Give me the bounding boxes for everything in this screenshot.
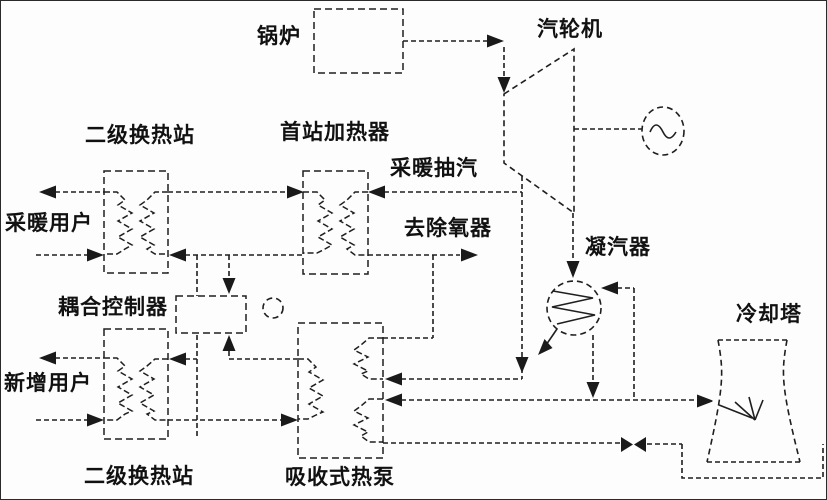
heat-exchanger-top-symbol <box>103 170 169 274</box>
heat-exchanger-bottom-symbol <box>103 328 169 440</box>
first-station-heater-symbol <box>302 170 369 275</box>
pipe-main-steam <box>403 34 511 93</box>
condenser-symbol <box>538 280 635 400</box>
pipe-controller-bottom <box>222 335 298 360</box>
pipe-heating-network-top <box>36 185 304 262</box>
pipe-cooling-water <box>385 393 753 419</box>
label-steam-turbine: 汽轮机 <box>537 17 603 41</box>
label-to-deaerator: 去除氧器 <box>404 216 492 240</box>
cooling-tower-symbol <box>681 339 824 479</box>
generator-icon <box>574 106 685 156</box>
label-condenser: 凝汽器 <box>585 235 651 259</box>
absorption-heat-pump-symbol <box>297 322 384 459</box>
label-heating-users: 采暖用户 <box>5 211 93 235</box>
sprinkler-icon <box>734 396 764 421</box>
label-coupling-controller: 耦合控制器 <box>58 295 168 319</box>
pipe-heat-pump-outlet <box>383 442 682 445</box>
steam-turbine-symbol <box>503 47 575 215</box>
label-first-station-heater: 首站加热器 <box>280 120 390 144</box>
boiler-box <box>313 8 404 74</box>
coupling-controller-box <box>175 295 247 334</box>
pump-icon <box>262 297 284 319</box>
label-heating-extraction: 采暖抽汽 <box>390 156 478 180</box>
label-secondary-station-top: 二级换热站 <box>85 123 195 147</box>
label-boiler: 锅炉 <box>257 24 301 48</box>
label-new-users: 新增用户 <box>4 371 92 395</box>
pipe-turbine-exhaust <box>566 213 580 278</box>
pipe-branch-bottom-station <box>169 352 197 366</box>
tower-basin <box>681 444 824 479</box>
label-cooling-tower: 冷却塔 <box>736 302 802 326</box>
label-secondary-station-bottom: 二级换热站 <box>84 464 194 488</box>
label-absorption-heat-pump: 吸收式热泵 <box>285 465 395 489</box>
pipe-extraction-steam <box>368 176 529 386</box>
pipe-heater-drain <box>368 248 478 339</box>
valve-icon <box>621 437 646 452</box>
pipe-heating-network-bottom <box>36 351 298 427</box>
pipe-controller-top <box>222 255 236 294</box>
